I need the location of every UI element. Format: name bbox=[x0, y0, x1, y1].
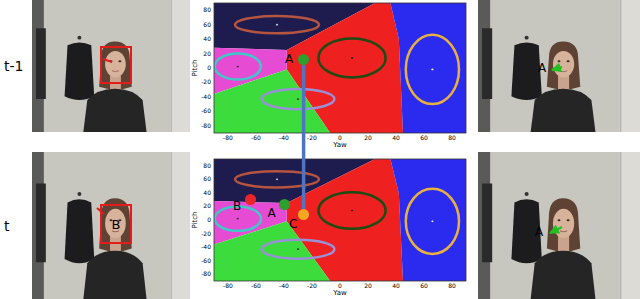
gaze-tick bbox=[103, 59, 112, 62]
point-letter: C bbox=[289, 218, 299, 230]
axis-tick: -80 bbox=[201, 123, 211, 129]
axis-tick: -20 bbox=[307, 283, 317, 289]
region-map bbox=[214, 159, 466, 281]
axis-tick: 20 bbox=[364, 283, 372, 289]
axis-tick: -20 bbox=[201, 79, 211, 85]
time-label: t bbox=[4, 219, 10, 233]
yaw-pitch-maps bbox=[214, 3, 466, 281]
point-label: A bbox=[535, 226, 543, 238]
track-connector bbox=[302, 65, 306, 209]
axis-tick: -60 bbox=[251, 283, 261, 289]
axis-title: Pitch bbox=[192, 59, 199, 76]
point-letter: B bbox=[233, 200, 243, 212]
axis-tick: -40 bbox=[201, 244, 211, 250]
axis-tick: -80 bbox=[223, 135, 233, 141]
axis-tick: 0 bbox=[207, 217, 211, 223]
axis-tick: 60 bbox=[420, 283, 428, 289]
axis-tick: 80 bbox=[203, 7, 211, 13]
plot-frame bbox=[214, 3, 466, 133]
axis-tick: 80 bbox=[448, 283, 456, 289]
face-box bbox=[101, 47, 131, 83]
axis-tick: -40 bbox=[279, 135, 289, 141]
axis-title: Yaw bbox=[333, 142, 346, 149]
point-label: A bbox=[538, 62, 546, 74]
axis-tick: 60 bbox=[420, 135, 428, 141]
plot-frame bbox=[214, 159, 466, 281]
axis-tick: 60 bbox=[203, 176, 211, 182]
axis-tick: 0 bbox=[207, 65, 211, 71]
point-marker: A bbox=[298, 54, 309, 65]
axis-tick: -20 bbox=[201, 231, 211, 237]
axis-tick: 0 bbox=[338, 135, 342, 141]
axis-tick: 20 bbox=[203, 203, 211, 209]
axis-tick: -40 bbox=[279, 283, 289, 289]
axis-tick: 20 bbox=[364, 135, 372, 141]
photo-t-left bbox=[32, 152, 190, 299]
axis-tick: -40 bbox=[201, 94, 211, 100]
time-label: t-1 bbox=[4, 59, 23, 73]
photo-t-right bbox=[478, 152, 640, 299]
photo-t-minus-1-right bbox=[478, 0, 640, 132]
axis-tick: -80 bbox=[223, 283, 233, 289]
axis-tick: -60 bbox=[251, 135, 261, 141]
gaze-arrow bbox=[550, 227, 562, 233]
axis-tick: -60 bbox=[201, 108, 211, 114]
axis-tick: 80 bbox=[448, 135, 456, 141]
point-letter: B bbox=[112, 218, 121, 231]
point-letter: A bbox=[285, 53, 295, 65]
axis-tick: -20 bbox=[307, 135, 317, 141]
axis-tick: 40 bbox=[392, 135, 400, 141]
point-marker: C bbox=[298, 209, 309, 220]
axis-title: Pitch bbox=[192, 211, 199, 228]
axis-tick: -80 bbox=[201, 271, 211, 277]
axis-tick: 40 bbox=[203, 190, 211, 196]
axis-tick: 60 bbox=[203, 22, 211, 28]
axis-tick: 0 bbox=[338, 283, 342, 289]
face-box: B bbox=[100, 204, 132, 244]
photo-frames bbox=[32, 0, 640, 299]
axis-tick: 40 bbox=[392, 283, 400, 289]
point-letter: A bbox=[268, 207, 278, 219]
point-marker: A bbox=[279, 199, 290, 210]
axis-tick: 40 bbox=[203, 36, 211, 42]
gaze-arrow bbox=[552, 67, 562, 70]
axis-tick: 80 bbox=[203, 163, 211, 169]
axis-title: Yaw bbox=[333, 290, 346, 297]
region-map bbox=[214, 3, 466, 133]
point-marker: B bbox=[245, 194, 256, 205]
photo-t-minus-1-left bbox=[32, 0, 190, 132]
axis-tick: -60 bbox=[201, 258, 211, 264]
axis-tick: 20 bbox=[203, 51, 211, 57]
